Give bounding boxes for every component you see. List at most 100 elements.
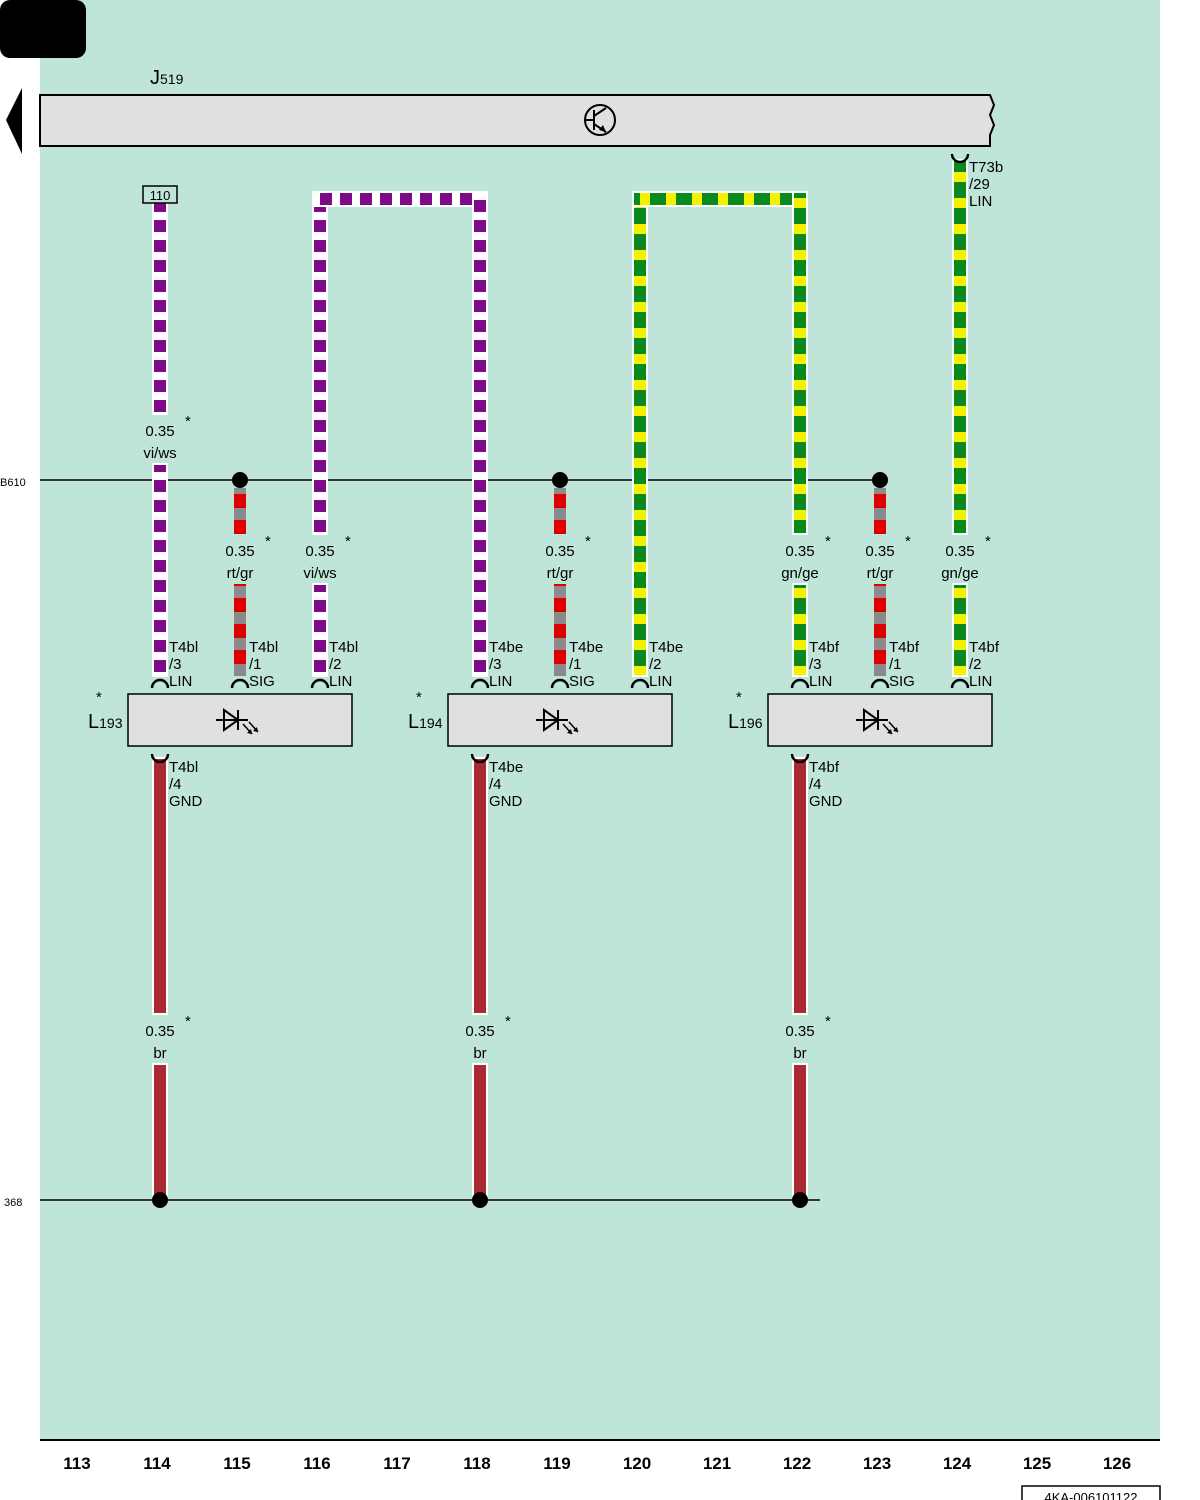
column-number: 126: [1103, 1454, 1131, 1473]
lamp-l193[interactable]: [127, 693, 353, 747]
wire-color: gn/ge: [781, 565, 819, 582]
wire-star: *: [345, 533, 351, 550]
pin: [630, 678, 650, 689]
wire-viws-114-top: [152, 201, 168, 415]
wire-br-114-bottom: [152, 1063, 168, 1201]
page-tab[interactable]: [0, 0, 86, 58]
wire-star: *: [585, 533, 591, 550]
wire-color: br: [153, 1045, 166, 1062]
wire-color: vi/ws: [143, 445, 176, 462]
column-number: 119: [543, 1454, 570, 1473]
pin: [150, 678, 170, 689]
pin: [790, 678, 810, 689]
led-icon: [536, 708, 579, 735]
control-unit-j519[interactable]: [39, 94, 996, 147]
column-number: 123: [863, 1454, 891, 1473]
wire-br-114-top: [152, 757, 168, 1015]
column-number: 121: [703, 1454, 731, 1473]
wire-star: *: [825, 533, 831, 550]
wire-size: 0.35: [945, 543, 974, 560]
wire-br-118-top: [472, 757, 488, 1015]
wire-rtgr-123-bottom: [874, 584, 886, 676]
column-number: 116: [303, 1454, 330, 1473]
wire-viws-loop-top: [312, 191, 488, 207]
wire-rtgr-115-top: [234, 488, 246, 534]
wire-color: rt/gr: [867, 565, 894, 582]
column-number: 114: [143, 1454, 171, 1473]
document-code: 4KA-006101122: [1044, 1490, 1137, 1500]
lamp-label: L193: [88, 711, 123, 733]
junction-dot: [152, 1192, 168, 1208]
pin-t73b: [950, 153, 970, 164]
pin: [310, 678, 330, 689]
lamp-label: L194: [408, 711, 443, 733]
wire-color: rt/gr: [547, 565, 574, 582]
wire-star: *: [505, 1013, 511, 1030]
column-number: 124: [943, 1454, 972, 1473]
wire-viws-118: [472, 191, 488, 677]
wire-size: 0.35: [465, 1023, 494, 1040]
wire-star: *: [185, 1013, 191, 1030]
pin: [230, 678, 250, 689]
transistor-icon: [584, 104, 616, 136]
pin: [790, 753, 810, 764]
column-number: 117: [383, 1454, 410, 1473]
lamp-l196[interactable]: [767, 693, 993, 747]
connector-pins: [150, 153, 970, 764]
column-number: 113: [63, 1454, 90, 1473]
led-icon: [216, 708, 259, 735]
wire-gnge-124-bottom: [952, 583, 968, 677]
wire-color: br: [473, 1045, 486, 1062]
wire-size: 0.35: [785, 1023, 814, 1040]
previous-page-arrow-icon[interactable]: [6, 88, 22, 154]
pin: [470, 678, 490, 689]
wire-size: 0.35: [225, 543, 254, 560]
wire-size: 0.35: [865, 543, 894, 560]
ref-box-label: 110: [150, 188, 171, 203]
wire-rtgr-119-top: [554, 488, 566, 534]
pin: [870, 678, 890, 689]
document-code-box: [1021, 1485, 1161, 1500]
junction-dot: [232, 472, 248, 488]
wire-color: rt/gr: [227, 565, 254, 582]
wire-size: 0.35: [545, 543, 574, 560]
pin: [150, 753, 170, 764]
wire-size: 0.35: [305, 543, 334, 560]
junction-dots: [152, 472, 888, 1208]
wire-size: 0.35: [145, 1023, 174, 1040]
wire-gnge-122-top: [792, 191, 808, 535]
wire-size: 0.35: [785, 543, 814, 560]
wire-gnge-122-bottom: [792, 583, 808, 677]
wire-br-118-bottom: [472, 1063, 488, 1201]
ref-box[interactable]: [142, 185, 178, 204]
wire-viws-114-bottom: [152, 463, 168, 677]
wire-rtgr-123-top: [874, 488, 886, 534]
bus-label-b610: B610: [0, 477, 26, 489]
wire-color: gn/ge: [941, 565, 979, 582]
lamp-label: L196: [728, 711, 763, 733]
wire-labels: 0.35 vi/ws * 0.35 rt/gr * 0.35 vi/ws * 0…: [143, 413, 991, 1062]
column-number: 122: [783, 1454, 811, 1473]
wire-color: br: [793, 1045, 806, 1062]
wire-star: *: [185, 413, 191, 430]
ground-label-368: 368: [4, 1197, 22, 1209]
wire-star: *: [905, 533, 911, 550]
lamp-star: *: [96, 689, 102, 706]
lamp-l194[interactable]: [447, 693, 673, 747]
wire-star: *: [825, 1013, 831, 1030]
wire-gnge-loop-top: [632, 191, 808, 207]
control-unit-name: J519: [150, 67, 184, 89]
column-number: 120: [623, 1454, 651, 1473]
column-number: 115: [223, 1454, 250, 1473]
